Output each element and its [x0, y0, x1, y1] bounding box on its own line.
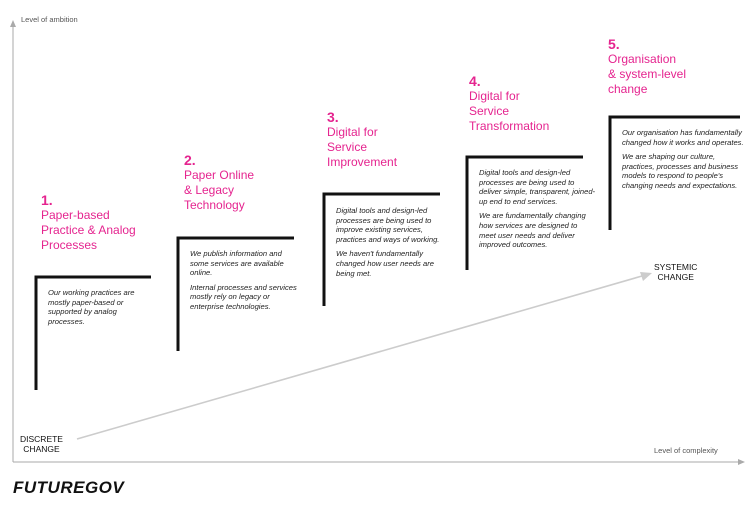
stage-3-step — [322, 192, 440, 306]
y-axis-label: Level of ambition — [21, 15, 78, 24]
futuregov-logo: FUTUREGOV — [13, 478, 125, 497]
stage-2-heading: 2. Paper Online & Legacy Technology — [184, 152, 254, 213]
stage-1-heading: 1. Paper-based Practice & Analog Process… — [41, 192, 136, 253]
x-axis-label: Level of complexity — [654, 446, 718, 455]
stage-5-heading: 5. Organisation & system-level change — [608, 36, 686, 97]
trend-arrow-head — [640, 272, 652, 281]
stage-5-title: Organisation & system-level change — [608, 52, 687, 96]
stage-1-number: 1. — [41, 192, 53, 208]
stage-2-description: We publish information and some services… — [190, 249, 297, 311]
stage-2-number: 2. — [184, 152, 196, 168]
stage-4-title: Digital for Service Transformation — [469, 89, 550, 133]
stage-4-description: Digital tools and design-led processes a… — [479, 168, 596, 250]
stage-1-title: Paper-based Practice & Analog Processes — [41, 208, 136, 252]
stage-4-heading: 4. Digital for Service Transformation — [469, 73, 549, 134]
discrete-change-label: DISCRETE CHANGE — [20, 434, 63, 454]
stage-3-number: 3. — [327, 109, 339, 125]
stage-4-step — [465, 155, 583, 270]
stage-2-step — [176, 236, 294, 351]
stage-3-title: Digital for Service Improvement — [327, 125, 398, 169]
systemic-change-label: SYSTEMIC CHANGE — [654, 262, 698, 282]
stage-4-number: 4. — [469, 73, 481, 89]
stage-5-step — [608, 115, 740, 230]
stage-1-description: Our working practices are mostly paper-b… — [48, 288, 135, 326]
stage-2-title: Paper Online & Legacy Technology — [184, 168, 255, 212]
x-axis-arrow — [738, 459, 745, 465]
stage-1-step — [34, 275, 151, 390]
y-axis-arrow — [10, 20, 16, 27]
trend-arrow-line — [76, 275, 643, 440]
stage-3-description: Digital tools and design-led processes a… — [336, 206, 440, 278]
stage-3-heading: 3. Digital for Service Improvement — [327, 109, 397, 170]
stage-5-number: 5. — [608, 36, 620, 52]
stage-5-description: Our organisation has fundamentally chang… — [622, 128, 744, 190]
